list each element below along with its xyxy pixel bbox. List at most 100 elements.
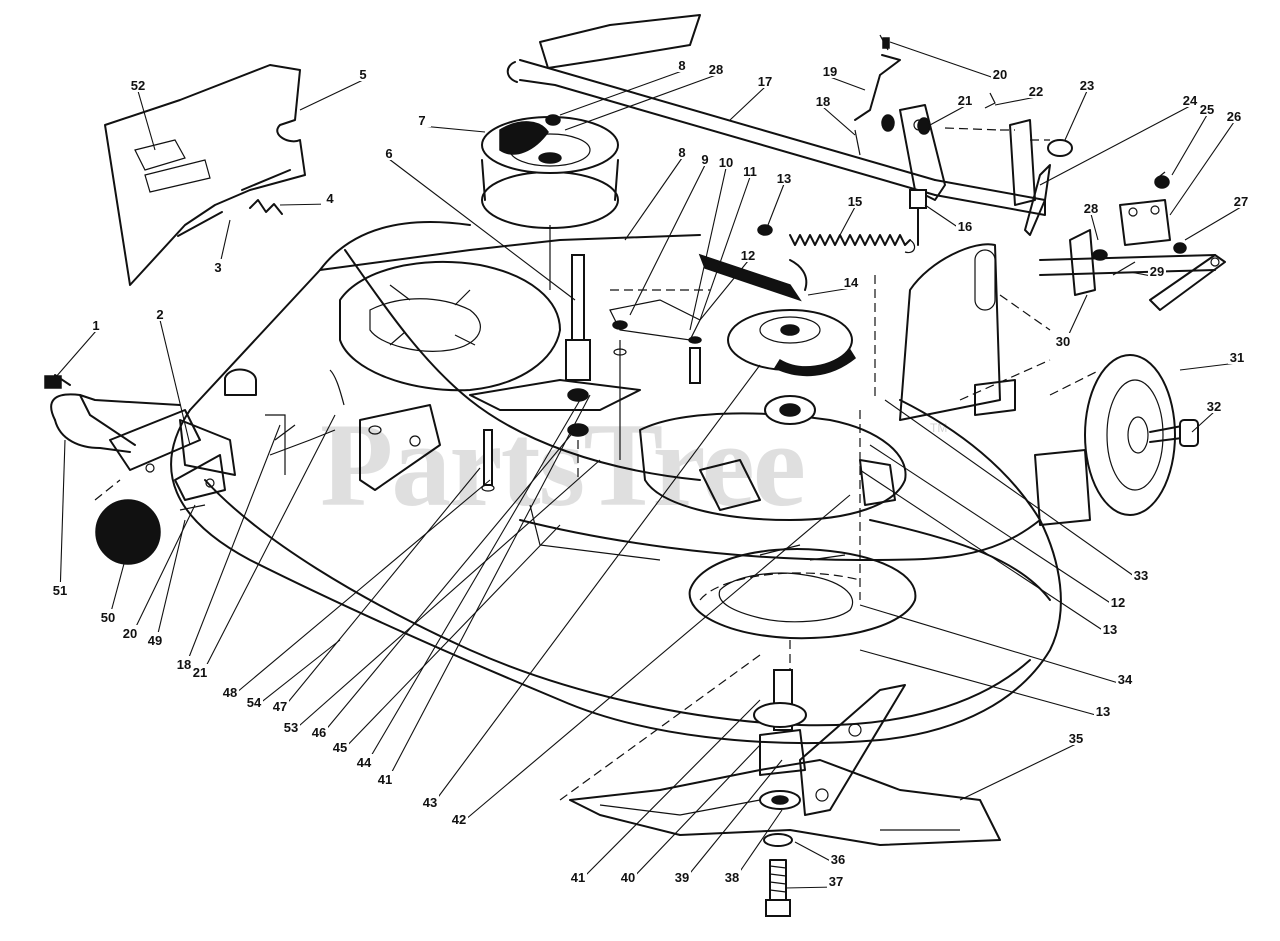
callout-leader-9: [629, 164, 706, 316]
callout-label-bg: [282, 719, 300, 734]
callout-label-54: 54: [247, 695, 262, 710]
callout-label-36: 36: [831, 852, 845, 867]
callout-leader-13: [859, 469, 1111, 636]
callout-label-bg: [1148, 263, 1166, 278]
callout-label-28: 28: [1084, 201, 1098, 216]
callout-label-bg: [1181, 92, 1199, 107]
callout-label-bg: [99, 609, 117, 624]
callout-leader-49: [154, 519, 186, 647]
idler-pulley-assembly: [698, 253, 856, 425]
callout-leader-44: [363, 399, 581, 769]
callout-leader-33: [884, 399, 1142, 582]
callout-label-10: 10: [719, 155, 733, 170]
callout-label-bg: [271, 698, 289, 713]
callout-label-4: 4: [326, 191, 334, 206]
callout-leader-5: [299, 79, 364, 111]
callout-label-51: 51: [53, 583, 67, 598]
callout-label-15: 15: [848, 194, 862, 209]
callout-label-bg: [354, 66, 372, 81]
callout-label-42: 42: [452, 812, 466, 827]
callout-label-41: 41: [378, 772, 392, 787]
callout-leader-7: [421, 125, 486, 133]
callout-label-1: 1: [92, 318, 99, 333]
callout-leader-21: [199, 414, 336, 679]
watermark-tm: TM: [930, 421, 947, 435]
callout-label-53: 53: [284, 720, 298, 735]
callout-label-bg: [1101, 621, 1119, 636]
callout-label-22: 22: [1029, 84, 1043, 99]
callout-label-bg: [756, 73, 774, 88]
callout-label-bg: [1198, 101, 1216, 116]
callout-label-44: 44: [357, 755, 372, 770]
callout-label-bg: [1094, 703, 1112, 718]
callout-label-bg: [741, 163, 759, 178]
callout-label-bg: [1078, 77, 1096, 92]
callout-leader-47: [279, 467, 481, 713]
callout-label-bg: [827, 873, 845, 888]
callout-label-25: 25: [1200, 102, 1214, 117]
callout-leader-22: [994, 96, 1037, 106]
center-spindle: [469, 254, 702, 492]
callout-leader-24: [1039, 105, 1191, 186]
callout-label-bg: [717, 154, 735, 169]
callout-label-bg: [1228, 349, 1246, 364]
callout-label-bg: [209, 259, 227, 274]
callout-label-bg: [1082, 200, 1100, 215]
callout-label-46: 46: [312, 725, 326, 740]
callout-label-52: 52: [131, 78, 145, 93]
callout-label-bg: [245, 694, 263, 709]
callout-leader-27: [1184, 206, 1242, 241]
callout-leader-23: [1064, 90, 1088, 141]
callout-leader-10: [689, 167, 727, 331]
callout-label-41: 41: [571, 870, 585, 885]
callout-label-11: 11: [743, 164, 757, 179]
callout-label-bg: [121, 625, 139, 640]
callout-leader-51: [59, 439, 66, 597]
callout-label-bg: [221, 684, 239, 699]
callout-label-24: 24: [1183, 93, 1198, 108]
callout-label-bg: [450, 811, 468, 826]
callout-label-2: 2: [156, 307, 163, 322]
callout-leader-28: [564, 74, 717, 131]
callout-label-18: 18: [177, 657, 191, 672]
callout-leader-43: [429, 364, 761, 809]
callout-label-3: 3: [214, 260, 221, 275]
callout-label-34: 34: [1118, 672, 1133, 687]
callout-label-45: 45: [333, 740, 347, 755]
callout-label-bg: [1109, 594, 1127, 609]
callout-label-32: 32: [1207, 399, 1221, 414]
callout-label-bg: [814, 93, 832, 108]
callout-leader-13: [859, 649, 1104, 718]
callout-label-14: 14: [844, 275, 859, 290]
callout-label-bg: [821, 63, 839, 78]
callout-label-21: 21: [193, 665, 207, 680]
callout-label-38: 38: [725, 870, 739, 885]
callout-label-bg: [1054, 333, 1072, 348]
callout-label-bg: [376, 771, 394, 786]
callout-leader-8: [559, 70, 683, 116]
callout-leader-14: [807, 287, 852, 296]
callout-label-19: 19: [823, 64, 837, 79]
callout-label-bg: [1027, 83, 1045, 98]
callout-label-bg: [1116, 671, 1134, 686]
callout-leader-53: [290, 459, 601, 734]
callout-label-18: 18: [816, 94, 830, 109]
callout-label-bg: [673, 144, 691, 159]
callout-leader-41: [384, 394, 591, 786]
callout-leader-46: [318, 429, 576, 739]
callout-label-20: 20: [993, 67, 1007, 82]
callout-label-bg: [380, 145, 398, 160]
callout-leader-40: [627, 744, 761, 884]
callout-leader-1: [54, 330, 97, 379]
callout-label-9: 9: [701, 152, 708, 167]
callout-label-8: 8: [678, 145, 685, 160]
callout-label-13: 13: [777, 171, 791, 186]
callout-label-40: 40: [621, 870, 635, 885]
callout-label-bg: [956, 92, 974, 107]
callout-label-bg: [129, 77, 147, 92]
callout-leader-12: [869, 444, 1119, 609]
callout-leader-34: [859, 604, 1126, 686]
callout-leader-25: [1171, 114, 1208, 176]
